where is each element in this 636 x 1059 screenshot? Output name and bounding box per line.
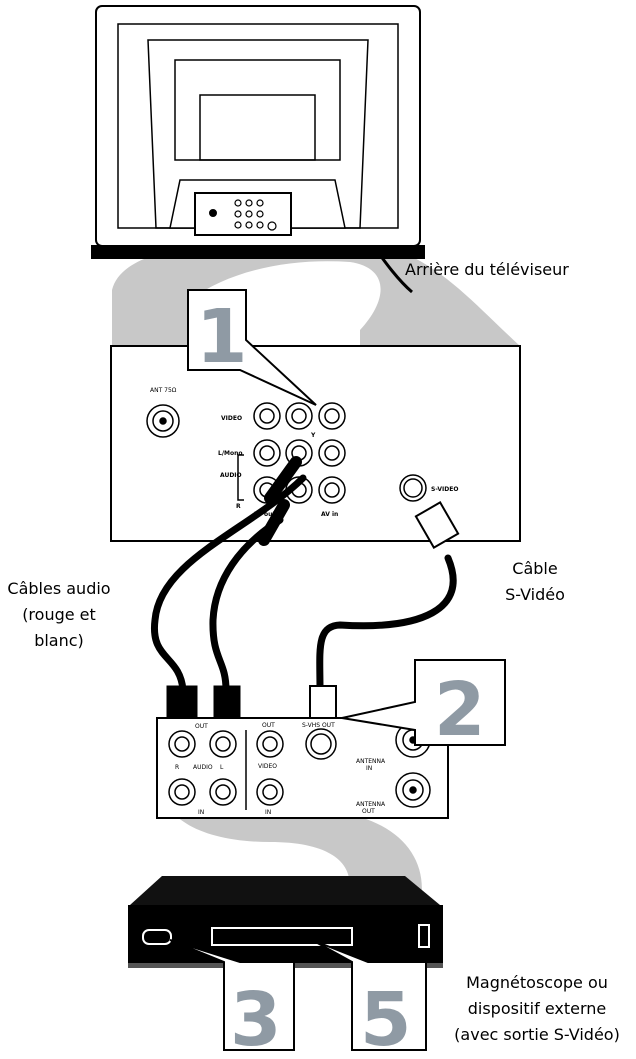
step-3-callout: 3 bbox=[169, 939, 295, 1059]
vcr-svhs-out-label: S-VHS OUT bbox=[302, 722, 335, 729]
vcr-caption-line-2: dispositif externe bbox=[467, 999, 607, 1018]
vcr-antenna-in-label-1: ANTENNA bbox=[356, 758, 386, 765]
step-2-number: 2 bbox=[434, 667, 486, 753]
step-1-number: 1 bbox=[196, 294, 248, 380]
vcr-caption: Magnétoscope ou dispositif externe (avec… bbox=[438, 970, 636, 1048]
audio-cables-caption-line-3: blanc) bbox=[34, 631, 84, 650]
signal-flow-band bbox=[112, 244, 520, 346]
step-5-number: 5 bbox=[360, 977, 412, 1059]
audio-cables-caption: Câbles audio (rouge et blanc) bbox=[0, 576, 118, 654]
step-1-callout: 1 bbox=[187, 289, 317, 406]
vcr-antenna-out-label-2: OUT bbox=[362, 808, 375, 815]
tv-av-in-label: AV in bbox=[321, 511, 338, 518]
vcr-antenna-out-label-1: ANTENNA bbox=[356, 801, 386, 808]
vcr-video-in-label: IN bbox=[265, 809, 271, 816]
tv-connector-panel bbox=[110, 345, 521, 542]
vcr-audio-out-label: OUT bbox=[195, 723, 208, 730]
svideo-cable-caption-line-2: S-Vidéo bbox=[505, 585, 565, 604]
vcr-antenna-in-label-2: IN bbox=[366, 765, 372, 772]
vcr-l-label: L bbox=[220, 764, 224, 771]
step-3-number: 3 bbox=[230, 977, 282, 1059]
vcr-audio-in-label: IN bbox=[198, 809, 204, 816]
vcr-video-label: VIDEO bbox=[258, 763, 277, 770]
vcr-r-label: R bbox=[175, 764, 179, 771]
cables bbox=[150, 456, 460, 725]
tv-r-label: R bbox=[236, 503, 241, 510]
vcr-caption-line-1: Magnétoscope ou bbox=[466, 973, 608, 992]
tv-audio-label: AUDIO bbox=[220, 472, 242, 479]
step-2-callout: 2 bbox=[341, 659, 506, 753]
tv-video-label: VIDEO bbox=[221, 415, 242, 422]
tv-y-label: Y bbox=[310, 432, 316, 439]
audio-cables-caption-line-2: (rouge et bbox=[22, 605, 96, 624]
vcr-connector-panel bbox=[156, 717, 449, 819]
tv-lmono-label: L/Mono bbox=[218, 450, 243, 457]
tv-back-caption: Arrière du téléviseur bbox=[405, 260, 569, 279]
tv-av-out-label: AV out bbox=[253, 511, 275, 518]
vcr-video-out-label: OUT bbox=[262, 722, 275, 729]
step-5-callout: 5 bbox=[311, 939, 427, 1059]
vcr-caption-line-3: (avec sortie S-Vidéo) bbox=[454, 1025, 620, 1044]
audio-cables-caption-line-1: Câbles audio bbox=[7, 579, 111, 598]
svideo-cable-caption: Câble S-Vidéo bbox=[480, 556, 590, 608]
vcr-device bbox=[128, 876, 443, 968]
svideo-cable-caption-line-1: Câble bbox=[512, 559, 558, 578]
tv-rear bbox=[91, 5, 425, 294]
tv-svideo-label: S-VIDEO bbox=[431, 486, 458, 493]
vcr-audio-label: AUDIO bbox=[193, 764, 213, 771]
ant-label: ANT 75Ω bbox=[150, 387, 177, 394]
